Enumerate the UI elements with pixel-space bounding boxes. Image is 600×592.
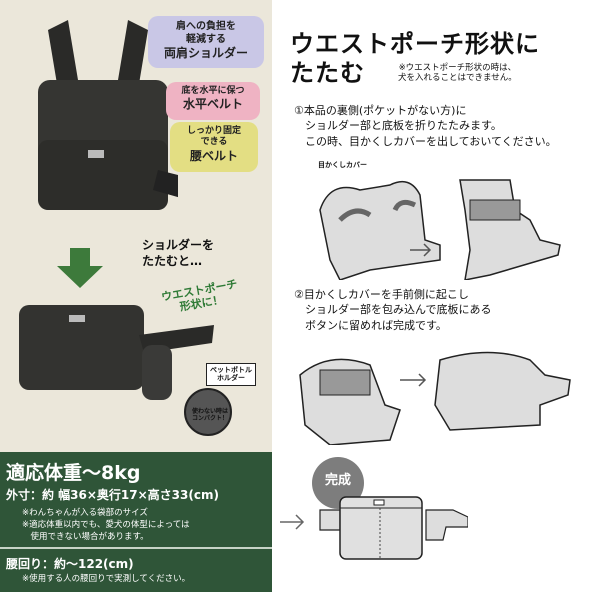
arrow-icon bbox=[280, 514, 305, 530]
backpack-photo bbox=[38, 20, 178, 210]
weight-spec: 適応体重～8kg bbox=[6, 462, 141, 484]
callout-shoulder: 肩への負担を軽減する両肩ショルダー bbox=[148, 16, 264, 68]
step-1-illustration bbox=[319, 179, 561, 280]
spec-note: ※わんちゃんが入る袋部のサイズ bbox=[22, 508, 148, 518]
waist-pouch-photo bbox=[19, 305, 214, 400]
divider bbox=[0, 547, 272, 549]
cover-label: 目かくしカバー bbox=[318, 161, 367, 169]
title-note: ※ウエストポーチ形状の時は、犬を入れることはできません。 bbox=[398, 63, 517, 84]
done-badge: 完成 bbox=[312, 457, 364, 509]
page-title: ウエストポーチ形状にたたむ bbox=[290, 30, 540, 87]
compact-label: 使わない時はコンパクト！ bbox=[192, 408, 229, 423]
spec-panel: 適応体重～8kg 外寸：約 幅36×奥行17×高さ33(cm) ※わんちゃんが入… bbox=[0, 452, 272, 592]
callout-waist-belt: しっかり固定できる腰ベルト bbox=[170, 122, 258, 172]
spec-note: ※適応体重以内でも、愛犬の体型によっては bbox=[22, 520, 190, 530]
waist-spec: 腰回り：約～122(cm) bbox=[6, 557, 134, 571]
waist-note: ※使用する人の腰回りで実測してください。 bbox=[22, 574, 191, 584]
step-2-illustration bbox=[299, 351, 571, 445]
bottle-holder-label: ペットボトルホルダー bbox=[206, 363, 256, 386]
callout-horizontal-belt: 底を水平に保つ水平ベルト bbox=[166, 82, 260, 120]
product-photo-panel: 肩への負担を軽減する両肩ショルダー 底を水平に保つ水平ベルト しっかり固定できる… bbox=[0, 0, 272, 452]
step-1-text: ①本品の裏側(ポケットがない方)に ショルダー部と底板を折りたたみます。 この時… bbox=[294, 104, 557, 148]
completed-pouch-illustration bbox=[319, 496, 468, 560]
step-2-text: ②目かくしカバーを手前側に起こし ショルダー部を包み込んで底板にある ボタンに留… bbox=[294, 288, 492, 332]
fold-caption: ショルダーをたたむと… bbox=[142, 238, 215, 268]
size-spec: 外寸：約 幅36×奥行17×高さ33(cm) bbox=[6, 488, 219, 502]
down-arrow-icon bbox=[57, 248, 103, 288]
compact-photo bbox=[184, 388, 232, 436]
spec-note: 使用できない場合があります。 bbox=[22, 532, 149, 542]
